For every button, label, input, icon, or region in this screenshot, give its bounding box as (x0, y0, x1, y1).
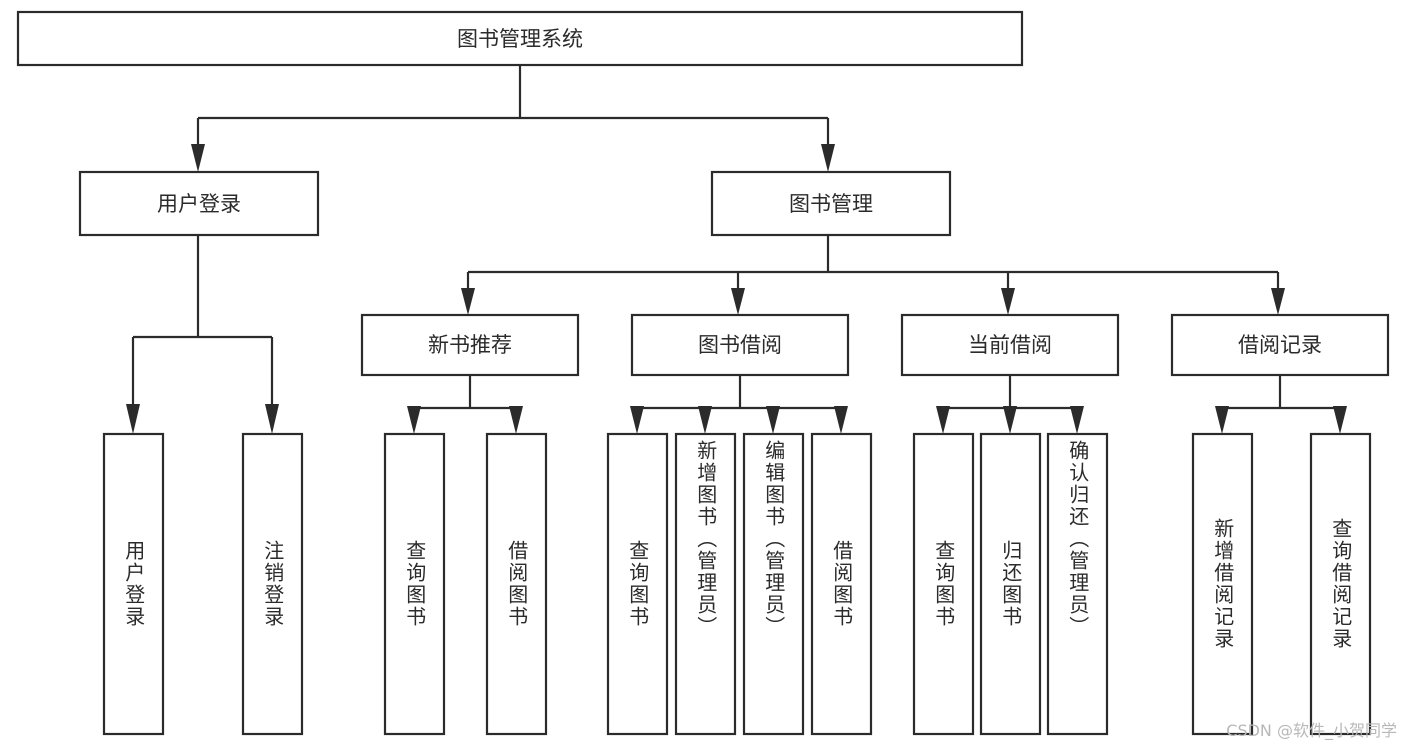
node-book-manage[interactable]: 图书管理 (710, 170, 952, 237)
leaf-box-group-borrow-record (1191, 432, 1372, 736)
node-book-manage-label: 图书管理 (789, 192, 873, 216)
connector-newbook-to-leaves (407, 375, 523, 434)
leaf-box-group-current-borrow (912, 432, 1109, 736)
leaf-box-group-new-book-rec (383, 432, 548, 736)
leaf-box-return-book[interactable] (979, 432, 1042, 736)
leaf-box-group-book-borrow (606, 432, 873, 736)
node-new-book-rec-label: 新书推荐 (428, 333, 512, 357)
connector-bookmanage-to-level3 (461, 235, 1285, 315)
node-current-borrow-label: 当前借阅 (968, 333, 1052, 357)
leaf-box-query-record[interactable] (1309, 432, 1372, 736)
node-book-borrow[interactable]: 图书借阅 (630, 313, 850, 377)
node-user-login-label: 用户登录 (157, 192, 241, 216)
leaf-box-logout[interactable] (241, 432, 304, 736)
node-new-book-rec[interactable]: 新书推荐 (360, 313, 580, 377)
leaf-box-user-login[interactable] (102, 432, 165, 736)
leaf-box-query-book-1[interactable] (383, 432, 446, 736)
connector-currentborrow-to-leaves (936, 375, 1084, 434)
leaf-box-confirm-return[interactable] (1046, 432, 1109, 736)
leaf-box-borrow-book-2[interactable] (810, 432, 873, 736)
node-root[interactable]: 图书管理系统 (16, 10, 1024, 67)
connector-borrowrecord-to-leaves (1215, 375, 1347, 434)
connector-root-to-level2 (191, 65, 835, 172)
connector-userlogin-to-leaves (126, 235, 279, 434)
leaf-box-add-record[interactable] (1191, 432, 1254, 736)
csdn-watermark: CSDN @软件_小贺同学 (1226, 721, 1397, 740)
leaf-box-borrow-book-1[interactable] (485, 432, 548, 736)
leaf-box-group-user-login (102, 432, 304, 736)
node-user-login[interactable]: 用户登录 (78, 170, 320, 237)
leaf-box-query-book-3[interactable] (912, 432, 975, 736)
node-borrow-record-label: 借阅记录 (1238, 333, 1322, 357)
node-borrow-record[interactable]: 借阅记录 (1170, 313, 1390, 377)
node-book-borrow-label: 图书借阅 (698, 333, 782, 357)
node-root-label: 图书管理系统 (457, 27, 583, 51)
leaf-box-add-book[interactable] (674, 432, 737, 736)
node-current-borrow[interactable]: 当前借阅 (900, 313, 1120, 377)
leaf-box-query-book-2[interactable] (606, 432, 669, 736)
connector-bookborrow-to-leaves (630, 375, 848, 434)
leaf-box-edit-book[interactable] (742, 432, 805, 736)
